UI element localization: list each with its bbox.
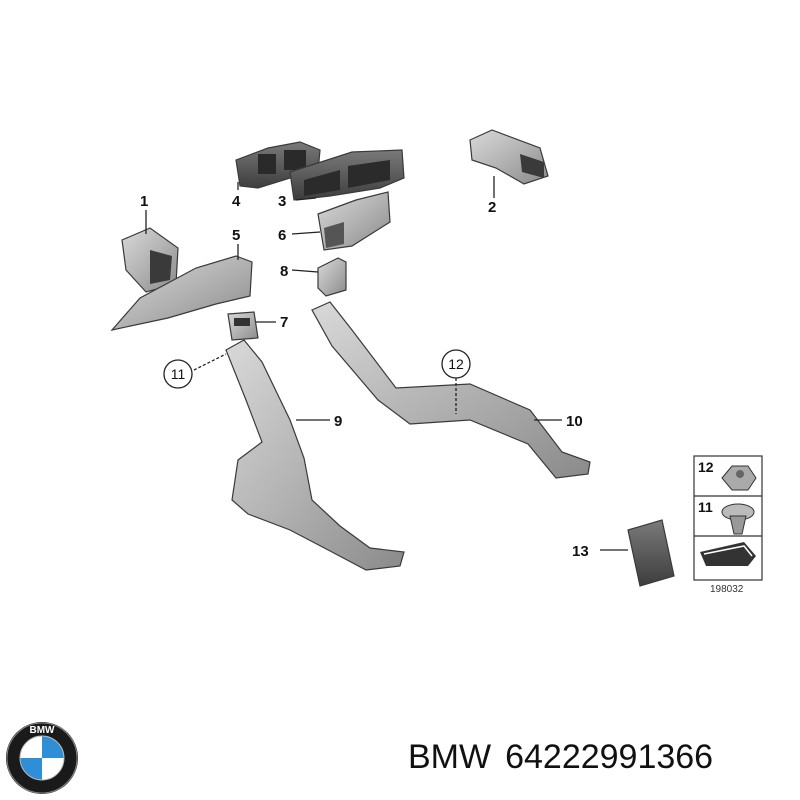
callout-9: 9 (334, 413, 342, 430)
part-4-vent-frame (235, 141, 321, 189)
callout-3: 3 (278, 193, 286, 210)
legend-row-11: 11 (698, 499, 713, 515)
callout-11-circle (163, 359, 193, 389)
callout-13: 13 (572, 543, 589, 560)
air-duct-exploded-diagram: 1 2 3 4 5 6 7 8 9 10 11 12 13 12 11 (110, 129, 763, 595)
callout-6: 6 (278, 227, 286, 244)
brand-name: BMW (408, 738, 492, 776)
part-10-rear-duct-right (311, 301, 591, 479)
part-5-left-duct (110, 255, 253, 331)
callouts: 1 2 3 4 5 6 7 8 9 10 11 12 13 (140, 193, 589, 560)
bmw-logo: BMW (6, 722, 78, 794)
part-3-center-vent (289, 149, 405, 201)
legend-row-12: 12 (698, 459, 714, 475)
part-2-right-vent (469, 129, 549, 185)
callout-7: 7 (280, 314, 288, 331)
part-1-left-vent (121, 227, 179, 293)
part-13-filter-box (627, 519, 675, 587)
part-6-connector (317, 191, 391, 251)
callout-5: 5 (232, 227, 240, 244)
callout-8: 8 (280, 263, 288, 280)
part-number: 64222991366 (505, 738, 714, 776)
fastener-legend: 12 11 198032 (693, 455, 763, 595)
seal-strip-icon (700, 542, 756, 566)
part-9-rear-duct-left (225, 339, 405, 571)
callout-10: 10 (566, 413, 583, 430)
callout-2: 2 (488, 199, 496, 216)
part-7-clip (227, 311, 259, 341)
leader-lines (145, 176, 628, 551)
callout-11: 11 (171, 366, 186, 382)
bmw-logo-letters: BMW (30, 725, 56, 736)
legend-diagram-code: 198032 (710, 584, 744, 595)
callout-12: 12 (448, 356, 464, 372)
callout-1: 1 (140, 193, 148, 210)
callout-12-circle (441, 349, 471, 379)
callout-4: 4 (232, 193, 241, 210)
clip-icon (721, 503, 755, 535)
part-caption: BMW 64222991366 (408, 740, 713, 774)
nut-icon (721, 465, 757, 491)
part-8-duct-adapter (317, 257, 347, 297)
